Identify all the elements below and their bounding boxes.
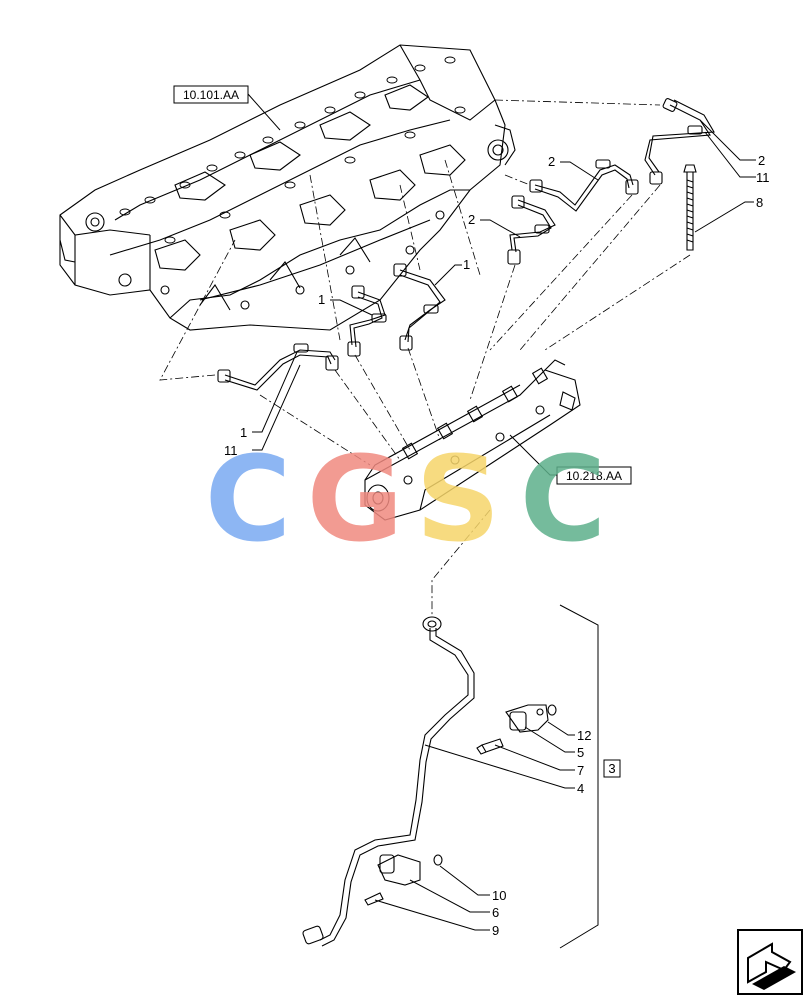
callout-1-a: 1 — [463, 257, 470, 272]
ref-box-fuel-rail[interactable]: 10.218.AA — [556, 466, 632, 485]
injector-pipes — [217, 98, 715, 391]
watermark-letter-3: S — [416, 430, 501, 568]
watermark-logo: C G S C — [205, 430, 607, 568]
callout-11-left: 11 — [224, 443, 238, 458]
next-page-arrow-icon[interactable] — [737, 929, 803, 995]
callout-1-left: 1 — [240, 425, 247, 440]
clamp-lower — [364, 854, 443, 906]
callout-3-box: 3 — [603, 759, 621, 778]
cylinder-head-bolts — [119, 56, 466, 244]
cylinder-head — [59, 44, 516, 331]
callout-2-mid-b: 2 — [468, 212, 475, 227]
watermark-letter-2: G — [307, 430, 404, 568]
callout-10: 10 — [492, 888, 506, 903]
watermark-letter-1: C — [205, 430, 292, 568]
callout-12: 12 — [577, 728, 591, 743]
callout-7: 7 — [577, 763, 584, 778]
connector-lines — [159, 99, 691, 615]
ref-fuel-rail-text: 10.218.AA — [566, 469, 622, 483]
watermark-letter-4: C — [520, 430, 607, 568]
leader-lines — [247, 93, 756, 949]
fuel-rail — [364, 359, 581, 521]
callout-3: 3 — [608, 761, 615, 776]
callout-6: 6 — [492, 905, 499, 920]
callouts: 2 11 8 2 2 1 1 1 11 12 5 7 4 10 6 9 — [224, 153, 770, 938]
callout-11-top-right: 11 — [756, 170, 770, 185]
callout-5: 5 — [577, 745, 584, 760]
callout-1-b: 1 — [318, 292, 325, 307]
callout-9: 9 — [492, 923, 499, 938]
callout-4: 4 — [577, 781, 584, 796]
clamp-upper — [476, 704, 557, 755]
ref-box-cylinder-head[interactable]: 10.101.AA — [173, 85, 249, 104]
callout-8: 8 — [756, 195, 763, 210]
return-line — [302, 616, 475, 947]
ref-cylinder-head-text: 10.101.AA — [183, 88, 239, 102]
callout-2-top-right: 2 — [758, 153, 765, 168]
callout-2-mid-a: 2 — [548, 154, 555, 169]
